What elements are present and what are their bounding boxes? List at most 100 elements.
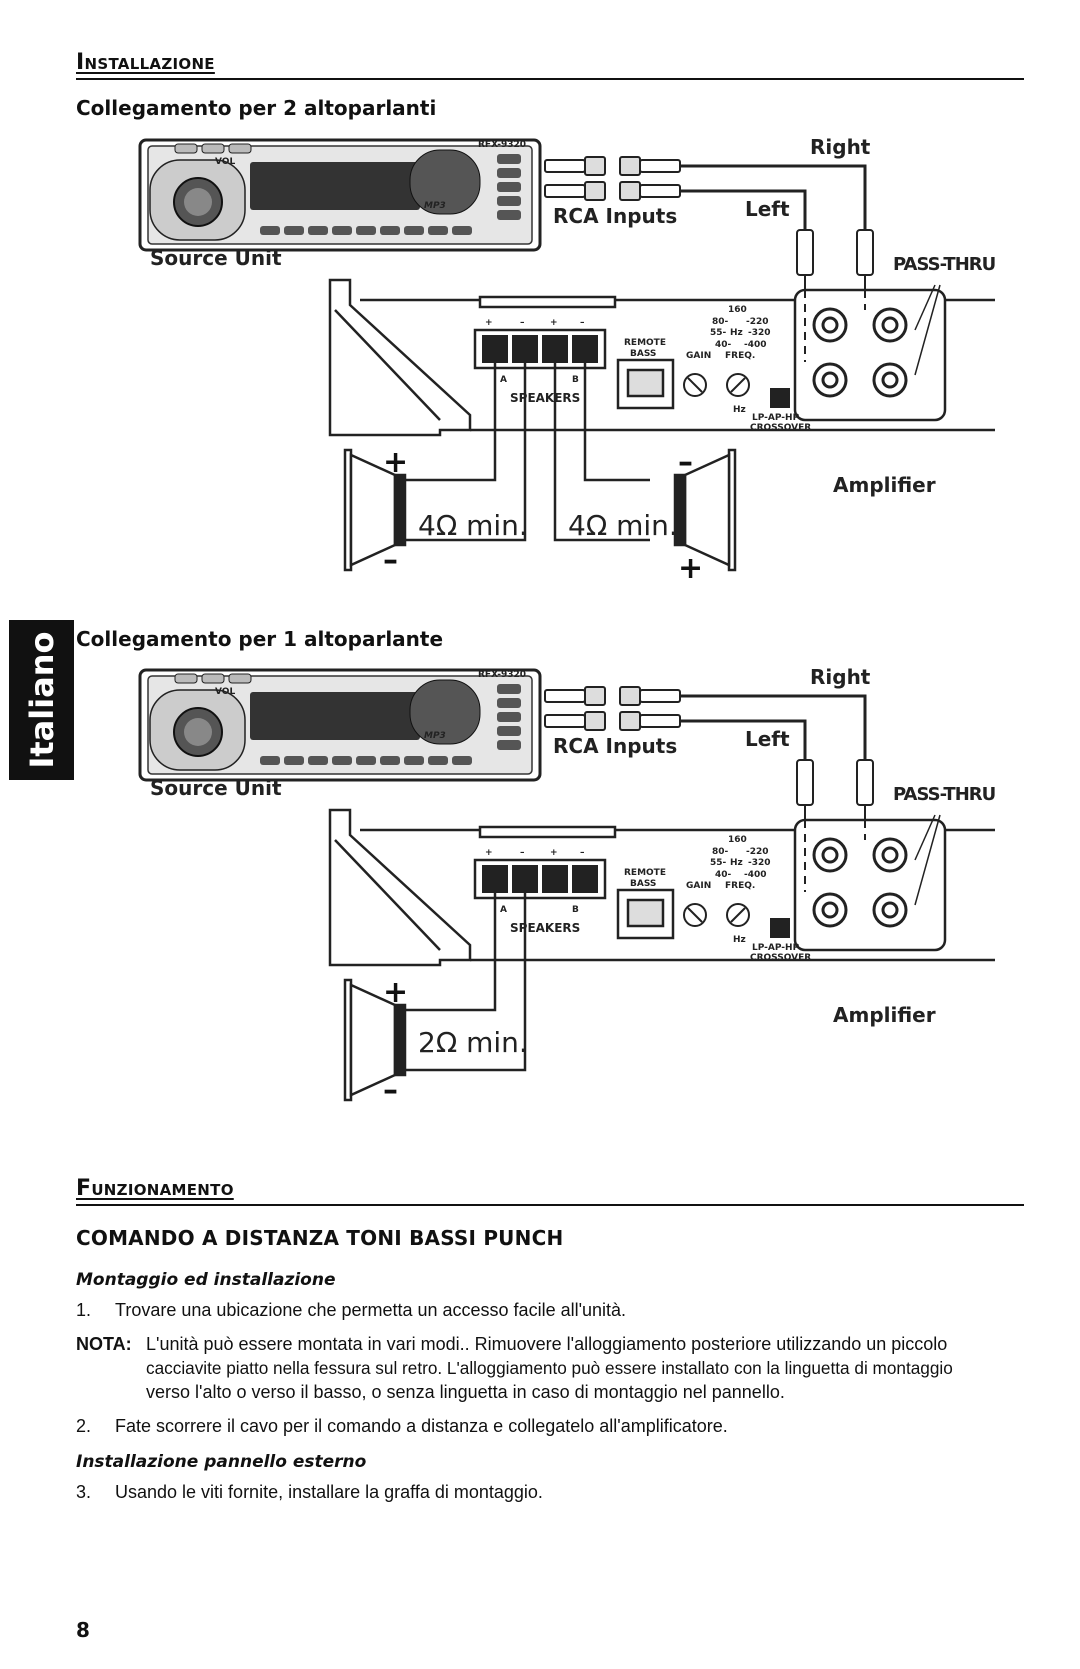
rca-connectors — [544, 686, 681, 731]
terminal-minus: – — [580, 318, 585, 328]
label-remote: REMOTE — [624, 868, 666, 878]
list-item-3-text: Usando le viti fornite, installare la gr… — [115, 1482, 543, 1502]
right-minus: – — [678, 445, 693, 480]
sub-heading-installazione: Installazione pannello esterno — [76, 1452, 367, 1472]
diagram1-heading: Collegamento per 2 altoparlanti — [76, 96, 437, 120]
terminal-plus: + — [485, 318, 493, 328]
list-item-1-text: Trovare una ubicazione che permetta un a… — [115, 1300, 627, 1320]
freq-55: 55- — [710, 328, 727, 338]
mp3-logo: MP3 — [424, 201, 446, 211]
page-number: 8 — [76, 1618, 90, 1642]
preset-buttons — [260, 226, 472, 235]
freq-160: 160 — [728, 305, 747, 315]
amplifier — [328, 278, 995, 437]
speaker-plus: + — [383, 975, 408, 1010]
vol-label: VOL — [215, 687, 235, 697]
label-hz: Hz — [733, 935, 746, 945]
nota-label: NOTA: — [76, 1334, 132, 1354]
speaker-single — [343, 978, 407, 1102]
label-a: A — [500, 375, 507, 385]
speaker-right — [673, 448, 737, 572]
label-b: B — [572, 375, 579, 385]
impedance-single: 2Ω min. — [418, 1026, 528, 1059]
freq-80: 80- — [712, 317, 729, 327]
right-plus: + — [678, 551, 703, 586]
diagram2-heading: Collegamento per 1 altoparlante — [76, 627, 444, 651]
label-amplifier: Amplifier — [833, 473, 936, 497]
label-hz: Hz — [733, 405, 746, 415]
rca-cables — [680, 694, 867, 760]
list-item-2: 2. — [76, 1416, 92, 1436]
vol-label: VOL — [215, 157, 235, 167]
label-pass-thru: PASS-THRU — [893, 254, 995, 275]
label-freq: FREQ. — [725, 881, 755, 891]
terminal-minus: – — [580, 848, 585, 858]
label-gain: GAIN — [686, 881, 711, 891]
label-rca-inputs: RCA Inputs — [553, 734, 677, 758]
language-tab: Italiano — [9, 620, 74, 780]
side-buttons — [497, 154, 521, 220]
section-rule — [76, 1204, 1024, 1206]
terminal-minus: – — [520, 318, 525, 328]
label-bass: BASS — [630, 349, 656, 359]
terminal-minus: – — [520, 848, 525, 858]
label-gain: GAIN — [686, 351, 711, 361]
wiring-diagram-2-speakers: RFX-9320 VOL MP3 Right Left RCA Inputs S… — [138, 135, 996, 586]
nota-line-3: verso l'alto o verso il basso, o senza l… — [146, 1382, 785, 1402]
label-crossover: CROSSOVER — [750, 953, 811, 963]
mp3-logo: MP3 — [424, 731, 446, 741]
crossover-switch — [770, 918, 790, 938]
freq-400: -400 — [744, 870, 767, 880]
pass-thru-jacks — [812, 837, 908, 928]
nota-line-2: cacciavite piatto nella fessura sul retr… — [146, 1358, 953, 1378]
rca-cables — [680, 164, 867, 230]
freq-hz: Hz — [730, 328, 743, 338]
speaker-minus: – — [383, 1073, 398, 1108]
freq-220: -220 — [746, 317, 769, 327]
speaker-wires — [400, 893, 527, 1072]
speaker-wires — [400, 363, 650, 542]
label-speakers: SPEAKERS — [510, 921, 580, 935]
label-right: Right — [810, 135, 871, 159]
freq-80: 80- — [712, 847, 729, 857]
freq-40: 40- — [715, 340, 732, 350]
head-unit-model: RFX-9320 — [478, 140, 526, 150]
label-amplifier: Amplifier — [833, 1003, 936, 1027]
terminal-plus: + — [485, 848, 493, 858]
label-lp-ap-hp: LP-AP-HP — [752, 943, 800, 953]
label-speakers: SPEAKERS — [510, 391, 580, 405]
list-item-3: 3. — [76, 1482, 92, 1502]
head-unit-model: RFX-9320 — [478, 670, 526, 680]
terminal-plus: + — [550, 848, 558, 858]
freq-320: -320 — [748, 858, 771, 868]
speaker-terminals — [482, 335, 598, 363]
rca-plugs — [796, 229, 874, 290]
rca-connectors — [544, 156, 681, 201]
impedance-right: 4Ω min. — [568, 509, 678, 542]
label-bass: BASS — [630, 879, 656, 889]
freq-knob — [726, 373, 750, 397]
gain-knob — [683, 903, 707, 927]
impedance-left: 4Ω min. — [418, 509, 528, 542]
speaker-left — [343, 448, 407, 572]
list-item-2-text: Fate scorrere il cavo per il comando a d… — [115, 1416, 728, 1436]
section-rule — [76, 78, 1024, 80]
sub-heading-montaggio: Montaggio ed installazione — [76, 1270, 336, 1290]
label-remote: REMOTE — [624, 338, 666, 348]
terminal-plus: + — [550, 318, 558, 328]
left-minus: – — [383, 543, 398, 578]
freq-40: 40- — [715, 870, 732, 880]
head-unit: RFX-9320 VOL MP3 — [138, 138, 542, 252]
label-crossover: CROSSOVER — [750, 423, 811, 433]
label-left: Left — [745, 727, 790, 751]
label-source-unit: Source Unit — [150, 246, 282, 270]
freq-320: -320 — [748, 328, 771, 338]
left-plus: + — [383, 445, 408, 480]
label-pass-thru: PASS-THRU — [893, 784, 995, 805]
speaker-terminals — [482, 865, 598, 893]
label-left: Left — [745, 197, 790, 221]
wiring-diagram-1-speaker: RFX-9320 VOL MP3 Right Left RCA Inputs S… — [138, 665, 996, 1108]
freq-220: -220 — [746, 847, 769, 857]
side-buttons — [497, 684, 521, 750]
nota-line-1: L'unità può essere montata in vari modi.… — [146, 1334, 948, 1354]
